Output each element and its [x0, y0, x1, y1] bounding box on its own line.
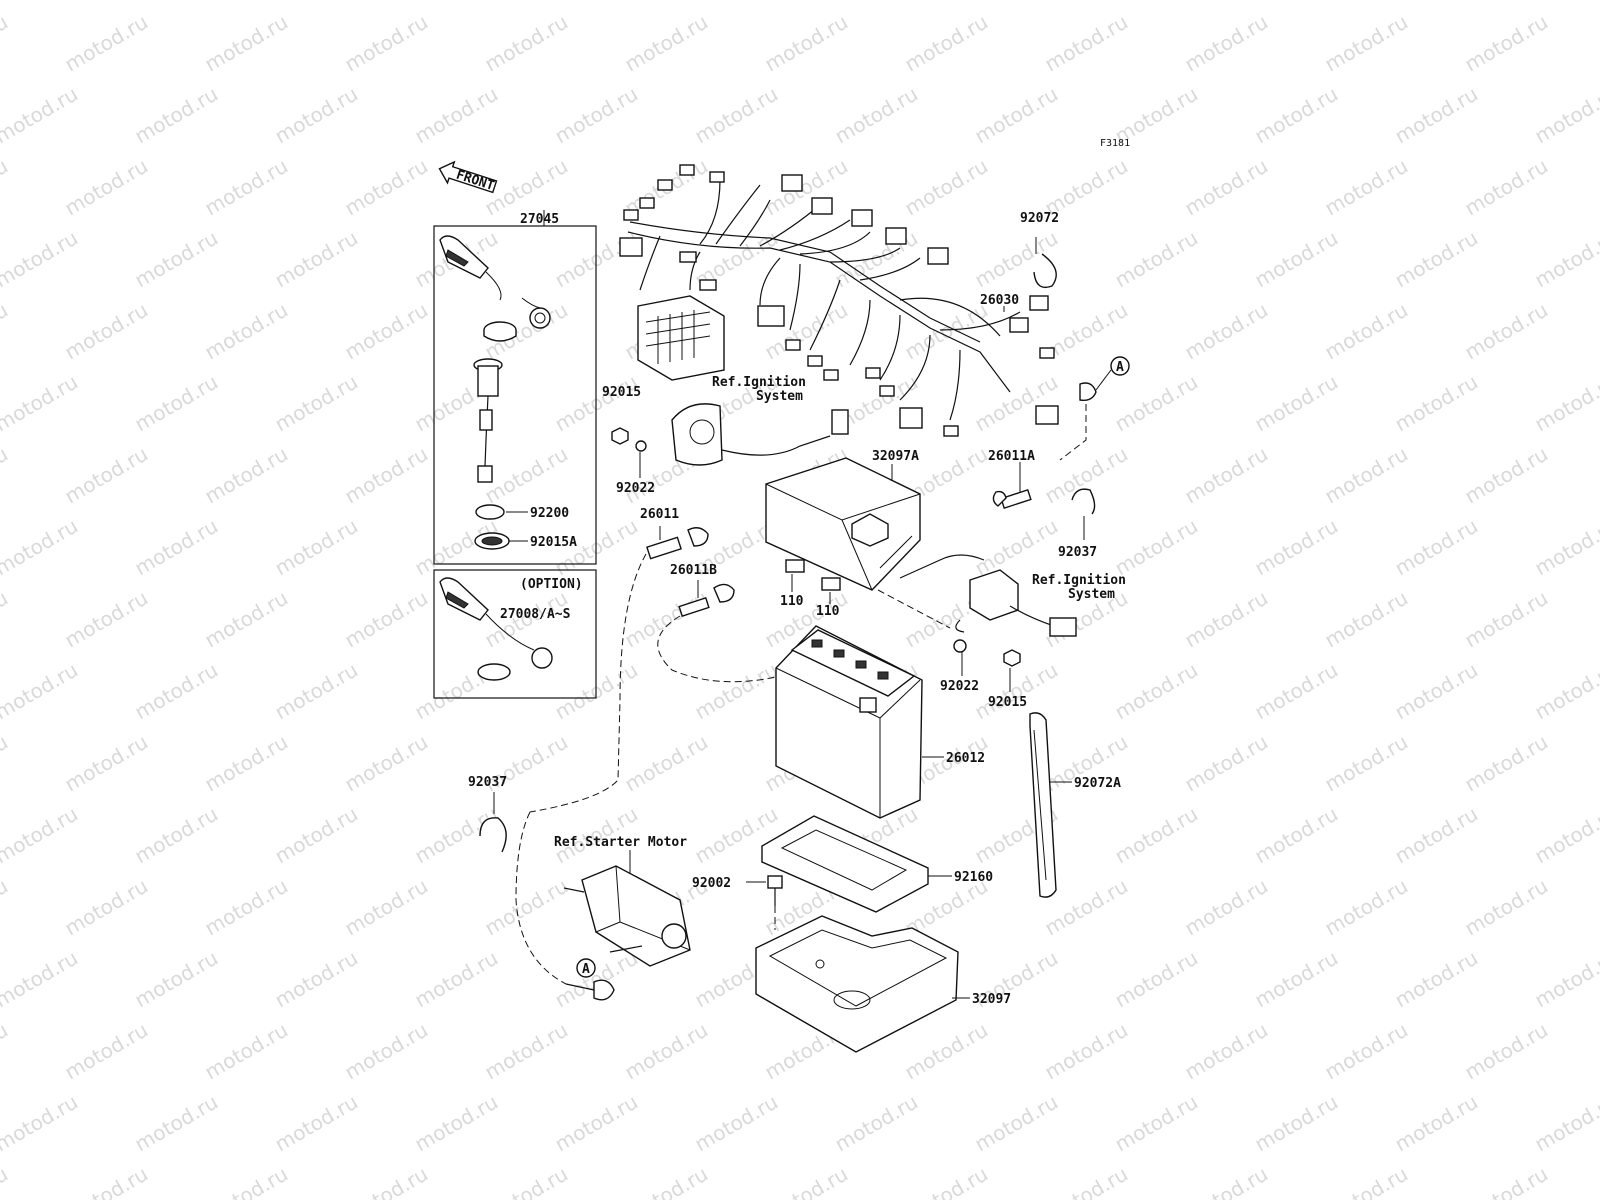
label-32097: 32097: [972, 992, 1011, 1007]
bolt-110-a: [785, 559, 805, 573]
ref-ignition-right-line1: Ref.Ignition: [1032, 573, 1126, 588]
label-26011A: 26011A: [988, 449, 1035, 464]
strap-92072A: [1029, 712, 1057, 898]
label-26011: 26011: [640, 507, 679, 522]
option-keyfob-box: [433, 569, 597, 699]
callout-a-top: A: [1059, 356, 1130, 461]
label-92037-left: 92037: [468, 775, 507, 790]
ref-ignition-top-line2: System: [756, 389, 803, 404]
svg-text:A: A: [1116, 360, 1124, 375]
main-wiring-harness: [619, 164, 1059, 437]
ignition-coil: [671, 403, 849, 466]
diagram-code: F3181: [1100, 138, 1130, 149]
option-label: (OPTION): [520, 577, 583, 592]
label-92037-right: 92037: [1058, 545, 1097, 560]
battery-26012: [775, 625, 923, 819]
ignition-switch-box: [433, 225, 597, 565]
callout-a-bottom: A: [515, 811, 615, 1001]
ref-ignition-right-line2: System: [1068, 587, 1115, 602]
ref-starter-motor: Ref.Starter Motor: [554, 835, 687, 850]
bolt-92002: [767, 875, 783, 930]
label-92002: 92002: [692, 876, 731, 891]
battery-cover-32097A: [765, 457, 921, 591]
battery-case-32097: [755, 915, 959, 1053]
wire-26011A: [992, 489, 1032, 509]
label-92015-bottom: 92015: [988, 695, 1027, 710]
starter-relay: [877, 554, 1077, 637]
cable-26011: [529, 527, 709, 813]
battery-tray-92160: [761, 815, 929, 913]
ref-ignition-top-line1: Ref.Ignition: [712, 375, 806, 390]
label-27008: 27008/A~S: [500, 607, 571, 622]
label-92015-top: 92015: [602, 385, 641, 400]
cable-26011B: [657, 583, 781, 683]
label-92022-bottom: 92022: [940, 679, 979, 694]
label-92160: 92160: [954, 870, 993, 885]
bolt-110-b: [821, 577, 841, 591]
band-92072: [1033, 253, 1057, 289]
washer-92022-top: [635, 440, 647, 452]
label-32097A: 32097A: [872, 449, 919, 464]
band-92037-left: [479, 817, 507, 853]
band-92037-right: [1071, 488, 1096, 515]
label-92022-top: 92022: [616, 481, 655, 496]
label-26030: 26030: [980, 293, 1019, 308]
label-92072: 92072: [1020, 211, 1059, 226]
label-110-b: 110: [816, 604, 840, 619]
svg-text:FRONT: FRONT: [454, 168, 496, 194]
label-110-a: 110: [780, 594, 804, 609]
starter-motor: [563, 865, 691, 967]
svg-text:A: A: [582, 962, 590, 977]
front-arrow-icon: FRONT: [438, 160, 498, 194]
nut-92015-bottom: [1003, 649, 1021, 667]
washer-92022-bottom: [953, 639, 967, 653]
label-26011B: 26011B: [670, 563, 717, 578]
label-26012: 26012: [946, 751, 985, 766]
label-27045: 27045: [520, 212, 559, 227]
label-92015A: 92015A: [530, 535, 577, 550]
label-92200: 92200: [530, 506, 569, 521]
label-92072A: 92072A: [1074, 776, 1121, 791]
nut-92015-top: [611, 427, 629, 445]
